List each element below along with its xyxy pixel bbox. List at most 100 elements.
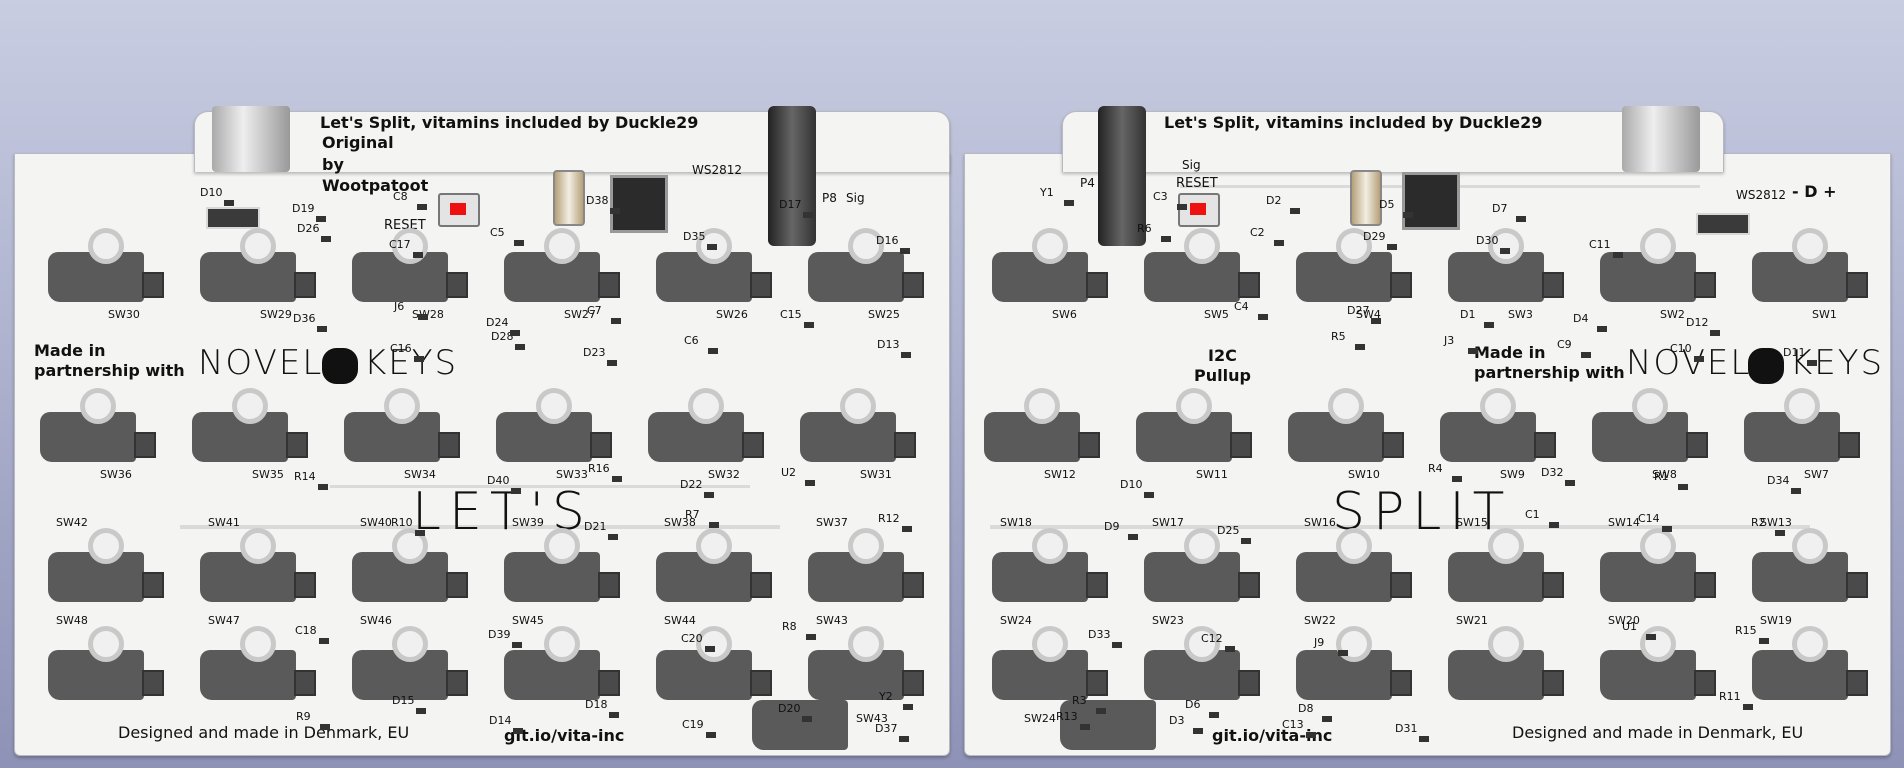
switch-pad	[1846, 572, 1868, 598]
smd-component	[415, 530, 425, 536]
left-pcb-top	[194, 111, 950, 172]
switch-pad	[134, 432, 156, 458]
crystal-left	[553, 170, 585, 226]
switch-pad	[1086, 670, 1108, 696]
usb-c-connector-left	[212, 106, 290, 172]
smd-component	[706, 732, 716, 738]
switch-hole	[232, 388, 268, 424]
smd-component	[1209, 712, 1219, 718]
switch-hole	[1792, 528, 1828, 564]
switch-pad	[902, 272, 924, 298]
switch-label: SW38	[664, 516, 696, 529]
switch-pad	[294, 670, 316, 696]
smd-component	[612, 476, 622, 482]
right-sig-label: Sig	[1182, 158, 1201, 172]
switch-hole	[1184, 528, 1220, 564]
part-label: D12	[1686, 316, 1709, 329]
switch-hole	[1336, 626, 1372, 662]
smd-component	[1775, 530, 1785, 536]
switch-pad	[446, 272, 468, 298]
part-label: D5	[1379, 198, 1395, 211]
left-partner-1: Made in	[34, 341, 106, 360]
switch-pad	[1390, 272, 1412, 298]
switch-pad	[1542, 670, 1564, 696]
left-connector-label: P8	[822, 191, 837, 205]
right-connector-label: P4	[1080, 176, 1095, 190]
smd-component	[901, 352, 911, 358]
reset-button-right[interactable]	[1178, 193, 1220, 227]
part-label: U2	[781, 466, 797, 479]
part-label: R11	[1719, 690, 1741, 703]
smd-component	[607, 360, 617, 366]
switch-label: SW34	[404, 468, 436, 481]
switch-hole	[536, 388, 572, 424]
smd-component	[1613, 252, 1623, 258]
switch-pad	[598, 572, 620, 598]
switch-hole	[1792, 228, 1828, 264]
smd-component	[413, 252, 423, 258]
part-label: C17	[389, 238, 411, 251]
switch-hole	[80, 388, 116, 424]
part-label: D2	[1266, 194, 1282, 207]
part-label: C4	[1234, 300, 1249, 313]
trace	[330, 485, 750, 488]
part-label: Y2	[879, 690, 893, 703]
switch-label: SW45	[512, 614, 544, 627]
part-label: D1	[1460, 308, 1476, 321]
right-ws-signs: - D +	[1792, 182, 1837, 201]
left-sig-label: Sig	[846, 191, 865, 205]
switch-label: SW43	[816, 614, 848, 627]
switch-pad	[1846, 670, 1868, 696]
smd-component	[414, 356, 424, 362]
reset-button-left[interactable]	[438, 193, 480, 227]
switch-hole	[1024, 388, 1060, 424]
smd-component	[1258, 314, 1268, 320]
part-label: D7	[1492, 202, 1508, 215]
smd-component	[1371, 318, 1381, 324]
part-label: R14	[294, 470, 316, 483]
part-label: D39	[488, 628, 511, 641]
right-logo-novel: NOVEL	[1626, 343, 1752, 383]
switch-hole	[696, 228, 732, 264]
smd-component	[319, 638, 329, 644]
smd-component	[1743, 704, 1753, 710]
part-label: C1	[1525, 508, 1540, 521]
smd-component	[803, 212, 813, 218]
switch-pad	[894, 432, 916, 458]
right-title: Let's Split, vitamins included by Duckle…	[1164, 113, 1543, 132]
switch-label: SW19	[1760, 614, 1792, 627]
switch-hole	[696, 528, 732, 564]
left-partner-2: partnership with	[34, 361, 185, 380]
part-label: D8	[1298, 702, 1314, 715]
switch-hole	[1336, 228, 1372, 264]
switch-label: SW4	[1356, 308, 1381, 321]
switch-label: SW35	[252, 468, 284, 481]
smd-component	[320, 724, 330, 730]
right-pcb-top	[1062, 111, 1724, 172]
switch-label: SW2	[1660, 308, 1685, 321]
smd-component	[1064, 200, 1074, 206]
switch-hole	[240, 528, 276, 564]
part-label: D28	[491, 330, 514, 343]
part-label: D26	[297, 222, 320, 235]
switch-pad	[1086, 572, 1108, 598]
smd-component	[1225, 646, 1235, 652]
part-label: D32	[1541, 466, 1564, 479]
switch-label: SW43	[856, 712, 888, 725]
switch-hole	[1328, 388, 1364, 424]
switch-label: SW39	[512, 516, 544, 529]
part-label: D6	[1185, 698, 1201, 711]
switch-label: SW36	[100, 468, 132, 481]
switch-pad	[1694, 572, 1716, 598]
trace	[990, 525, 1810, 529]
part-label: D14	[489, 714, 512, 727]
smd-component	[707, 244, 717, 250]
switch-hole	[848, 626, 884, 662]
part-label: J3	[1444, 334, 1455, 347]
part-label: D3	[1169, 714, 1185, 727]
smd-component	[417, 204, 427, 210]
smd-component	[1516, 216, 1526, 222]
switch-label: SW13	[1760, 516, 1792, 529]
smd-component	[1646, 634, 1656, 640]
switch-label: SW27	[564, 308, 596, 321]
